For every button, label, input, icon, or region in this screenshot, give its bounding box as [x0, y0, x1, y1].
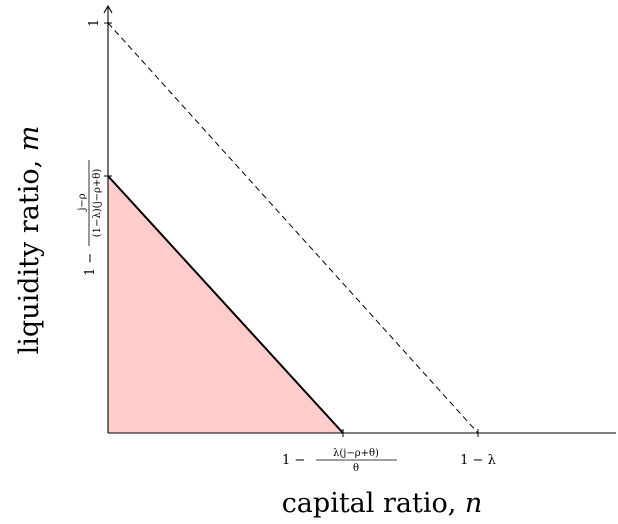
y-axis-label-var: m: [14, 126, 45, 152]
y-axis-arrow: [103, 4, 113, 14]
x-tick-label-right: 1 − λ: [460, 453, 496, 468]
x-axis-label-var: n: [465, 488, 482, 519]
x-axis-label: capital ratio, n: [282, 488, 483, 519]
x-tick-mid-prefix: 1 −: [282, 453, 305, 468]
y-tick-mid-numerator: j−ρ: [77, 193, 88, 211]
y-tick-mid-prefix: 1 −: [83, 253, 98, 276]
y-tick-label-top: 1: [87, 19, 102, 27]
dashed-boundary-line: [107, 22, 479, 434]
x-tick-label-mid: 1 − λ(j−ρ+θ) θ: [282, 448, 397, 474]
y-axis-label-text: liquidity ratio,: [14, 151, 45, 354]
x-tick-mid-numerator: λ(j−ρ+θ): [333, 448, 379, 459]
y-tick-mid-denominator: (1−λ)(j−ρ+θ): [92, 169, 103, 238]
y-tick-label-mid: 1 − j−ρ (1−λ)(j−ρ+θ): [77, 160, 103, 276]
x-axis-label-text: capital ratio,: [282, 488, 465, 519]
region-boundary-line: [107, 175, 344, 434]
x-tick-mid-denominator: θ: [353, 463, 359, 474]
y-axis-label: liquidity ratio, m: [14, 126, 45, 355]
